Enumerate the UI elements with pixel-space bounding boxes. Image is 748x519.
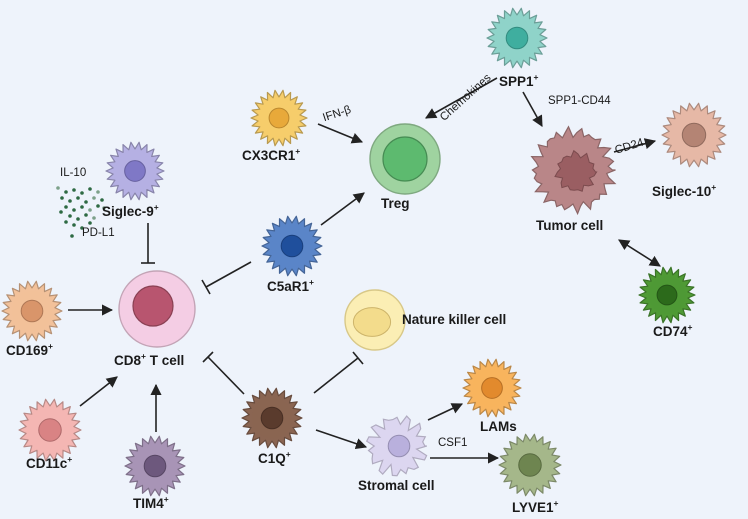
label-csf1: CSF1 (438, 437, 467, 449)
cell-lyve1 (498, 433, 562, 497)
secretion-dot (60, 196, 64, 200)
cell-tim4 (124, 435, 186, 497)
cell-treg (369, 123, 441, 195)
cell-cx3cr1 (250, 89, 308, 147)
edge-spp1-treg (425, 77, 498, 119)
secretion-dot (92, 196, 96, 200)
edge-spp1-tumor (522, 91, 543, 127)
label-lams: LAMs (480, 419, 517, 434)
label-stromal: Stromal cell (358, 478, 435, 493)
edge-tumor-cd74 (618, 239, 661, 267)
edge-cx3cr1-treg (317, 123, 364, 144)
cell-cd169 (1, 280, 63, 342)
cell-lams (462, 358, 522, 418)
secretion-dot (100, 198, 104, 202)
secretion-dot (92, 216, 96, 220)
label-spp1-cd44: SPP1-CD44 (548, 95, 611, 107)
label-c1q: C1Q+ (258, 449, 291, 466)
label-cd74: CD74+ (653, 322, 693, 339)
cell-tumor (530, 125, 617, 216)
label-tim4: TIM4+ (133, 494, 169, 511)
secretion-dot (70, 234, 74, 238)
cell-cd11c (18, 398, 82, 462)
edge-c1q-stromal (315, 429, 368, 450)
secretion-dots (56, 186, 106, 238)
cell-stromal (365, 415, 428, 477)
label-nk: Nature killer cell (402, 312, 506, 327)
edge-tumor-siglec10 (613, 138, 657, 153)
label-siglec10: Siglec-10+ (652, 182, 716, 199)
label-pdl1: PD-L1 (82, 227, 115, 239)
secretion-dot (68, 214, 72, 218)
secretion-dot (76, 217, 80, 221)
cells (1, 7, 727, 497)
edge-c1q-nk-inhibit (313, 351, 364, 394)
cell-siglec9 (105, 141, 165, 201)
edge-c5ar1-cd8-inhibit (201, 261, 252, 295)
secretion-dot (102, 206, 106, 210)
secretion-dot (59, 210, 63, 214)
cell-cd74 (638, 266, 696, 324)
label-cd24: CD24 (613, 136, 645, 156)
label-cx3cr1: CX3CR1+ (242, 146, 300, 163)
label-tumor: Tumor cell (536, 218, 603, 233)
cell-c5ar1 (261, 215, 323, 277)
secretion-dot (80, 226, 84, 230)
label-chemokines: Chemokines (438, 72, 494, 124)
secretion-dot (88, 208, 92, 212)
secretion-dot (96, 204, 100, 208)
secretion-dot (64, 190, 68, 194)
cell-c1q (241, 387, 303, 449)
label-lyve1: LYVE1+ (512, 498, 559, 515)
secretion-dot (56, 186, 60, 190)
label-treg: Treg (381, 196, 410, 211)
label-siglec9: Siglec-9+ (102, 202, 159, 219)
edge-stromal-lams (427, 403, 464, 421)
cell-siglec10 (661, 102, 727, 168)
cell-nk (344, 289, 406, 351)
secretion-dot (72, 223, 76, 227)
edge-c1q-cd8-inhibit (202, 351, 245, 395)
edges (68, 77, 661, 464)
edge-siglec9-cd8-inhibit (141, 223, 155, 264)
secretion-dot (96, 190, 100, 194)
secretion-dot (68, 199, 72, 203)
secretion-dot (84, 200, 88, 204)
secretion-dot (88, 187, 92, 191)
secretion-dot (64, 220, 68, 224)
secretion-dot (64, 205, 68, 209)
label-spp1: SPP1+ (499, 72, 539, 89)
secretion-dot (84, 213, 88, 217)
label-cd169: CD169+ (6, 341, 53, 358)
edge-c5ar1-treg (320, 192, 365, 226)
label-il10: IL-10 (60, 167, 86, 179)
secretion-dot (76, 196, 80, 200)
label-cd8: CD8+ T cell (114, 351, 184, 368)
secretion-dot (72, 208, 76, 212)
secretion-dot (80, 205, 84, 209)
secretion-dot (88, 221, 92, 225)
label-cd11c: CD11c+ (26, 454, 72, 471)
cell-cd8 (118, 270, 196, 348)
edge-cd11c-cd8 (79, 376, 118, 407)
cell-spp1 (486, 7, 548, 69)
label-c5ar1: C5aR1+ (267, 277, 314, 294)
secretion-dot (72, 188, 76, 192)
secretion-dot (80, 191, 84, 195)
label-ifn-beta: IFN-β (321, 104, 353, 124)
